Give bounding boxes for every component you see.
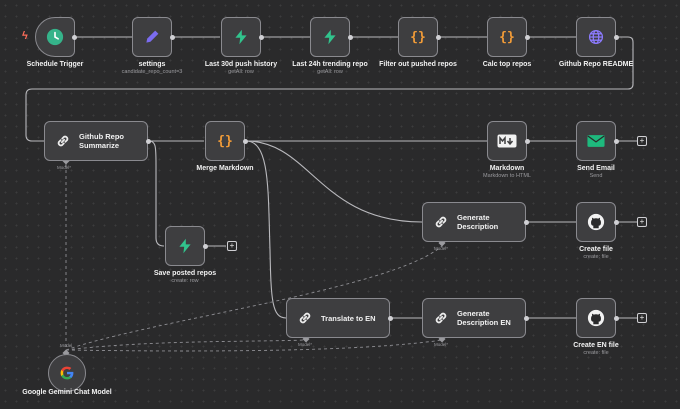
model-link-gendescen [65, 339, 443, 352]
output-port[interactable] [524, 34, 530, 40]
node-label: settings [138, 61, 166, 68]
output-port[interactable] [145, 138, 151, 144]
node-merge-markdown[interactable]: {} [205, 121, 245, 161]
link-chain-icon [435, 312, 447, 324]
node-calc-top-repos[interactable]: {} [487, 17, 527, 57]
node-create-en-file[interactable] [576, 298, 616, 338]
node-subtitle: Send [589, 173, 603, 179]
link-chain-icon [435, 216, 447, 228]
output-port[interactable] [169, 34, 175, 40]
output-port[interactable] [435, 34, 441, 40]
node-label: Github Repo README [558, 61, 634, 68]
model-link-translate [65, 339, 307, 351]
node-label: Last 30d push history [204, 61, 278, 68]
node-subtitle: Markdown to HTML [483, 173, 531, 179]
node-label: Filter out pushed repos [379, 61, 457, 68]
output-port[interactable] [524, 138, 530, 144]
google-icon [60, 366, 74, 380]
output-port[interactable] [613, 34, 619, 40]
add-node-button[interactable]: + [637, 217, 647, 227]
output-port[interactable] [258, 34, 264, 40]
add-node-button[interactable]: + [637, 136, 647, 146]
output-port[interactable] [523, 219, 529, 225]
node-subtitle: create: file [583, 350, 609, 356]
node-send-email[interactable] [576, 121, 616, 161]
output-port[interactable] [202, 243, 208, 249]
connection-merge-translate [245, 140, 287, 319]
node-label: Save posted repos [153, 270, 217, 277]
node-subtitle: candidate_repo_count=3 [121, 69, 183, 75]
node-markdown[interactable] [487, 121, 527, 161]
node-label: Google Gemini Chat Model [22, 389, 112, 396]
model-port-label: Model* [298, 342, 313, 347]
link-chain-icon [299, 312, 311, 324]
connection-merge-gendesc [245, 140, 423, 223]
code-braces-icon: {} [410, 29, 426, 45]
node-google-gemini-chat-model[interactable] [48, 354, 86, 392]
connection-readme-summarize [25, 36, 634, 142]
node-github-repo-summarize[interactable]: Github Repo Summarize [44, 121, 148, 161]
trigger-bolt-icon: ϟ [22, 30, 28, 42]
node-settings[interactable] [132, 17, 172, 57]
node-label: Markdown [489, 165, 525, 172]
connection-summarize-savepost [147, 140, 165, 247]
output-port[interactable] [613, 315, 619, 321]
node-create-file[interactable] [576, 202, 616, 242]
node-translate-to-en[interactable]: Translate to EN [286, 298, 390, 338]
node-generate-description-en[interactable]: Generate Description EN [422, 298, 526, 338]
envelope-icon [587, 135, 605, 147]
add-node-button[interactable]: + [227, 241, 237, 251]
node-label: Last 24h trending repo [292, 61, 368, 68]
node-subtitle: create: file [583, 254, 609, 260]
node-label: Create file [579, 246, 613, 253]
lightning-icon [324, 29, 336, 45]
node-label: Create EN file [573, 342, 619, 349]
model-link-gendesc [65, 245, 443, 351]
model-port-label: Model* [434, 246, 449, 251]
node-save-posted-repos[interactable] [165, 226, 205, 266]
markdown-icon [497, 134, 517, 148]
output-port[interactable] [387, 315, 393, 321]
node-label: Merge Markdown [196, 165, 254, 172]
globe-icon [588, 29, 604, 45]
node-schedule-trigger[interactable] [35, 17, 75, 57]
node-filter-out-pushed-repos[interactable]: {} [398, 17, 438, 57]
node-generate-description[interactable]: Generate Description [422, 202, 526, 242]
link-chain-icon [57, 135, 69, 147]
model-port-label: Model [60, 343, 73, 348]
node-github-repo-readme[interactable] [576, 17, 616, 57]
output-port[interactable] [613, 219, 619, 225]
lightning-icon [235, 29, 247, 45]
model-port-label: Model* [57, 165, 72, 170]
node-subtitle: getAll: row [317, 69, 343, 75]
node-last-24h-trending-repo[interactable] [310, 17, 350, 57]
node-last-30d-push-history[interactable] [221, 17, 261, 57]
node-label: Calc top repos [482, 61, 532, 68]
output-port[interactable] [523, 315, 529, 321]
github-icon [587, 213, 605, 231]
github-icon [587, 309, 605, 327]
clock-icon [46, 28, 64, 46]
node-title: Translate to EN [321, 313, 376, 323]
pencil-icon [146, 30, 159, 43]
node-title: Github Repo Summarize [79, 132, 124, 150]
output-port[interactable] [347, 34, 353, 40]
output-port[interactable] [242, 138, 248, 144]
code-braces-icon: {} [217, 133, 233, 149]
node-label: Schedule Trigger [26, 61, 84, 68]
node-label: Send Email [577, 165, 615, 172]
node-title: Generate Description EN [457, 309, 511, 327]
node-title: Generate Description [457, 213, 499, 231]
node-subtitle: create: row [171, 278, 199, 284]
code-braces-icon: {} [499, 29, 515, 45]
add-node-button[interactable]: + [637, 313, 647, 323]
lightning-icon [179, 238, 191, 254]
output-port[interactable] [613, 138, 619, 144]
node-subtitle: getAll: row [228, 69, 254, 75]
model-port-label: Model* [434, 342, 449, 347]
output-port[interactable] [72, 34, 77, 40]
